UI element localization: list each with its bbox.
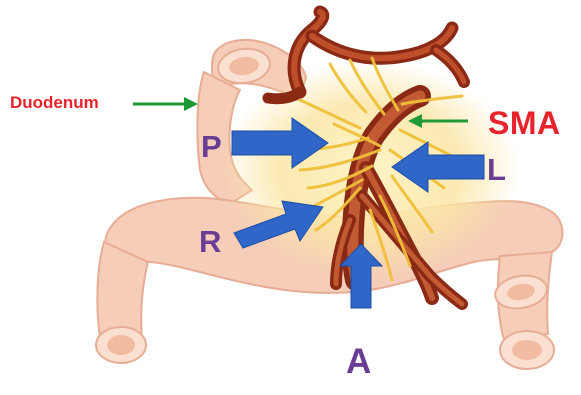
label-duodenum: Duodenum <box>10 94 99 111</box>
label-r: R <box>199 226 221 257</box>
label-sma: SMA <box>488 107 561 139</box>
label-a: A <box>346 344 371 379</box>
label-p: P <box>201 131 222 162</box>
label-l: L <box>487 154 506 185</box>
duodenum-arrow <box>133 97 198 111</box>
